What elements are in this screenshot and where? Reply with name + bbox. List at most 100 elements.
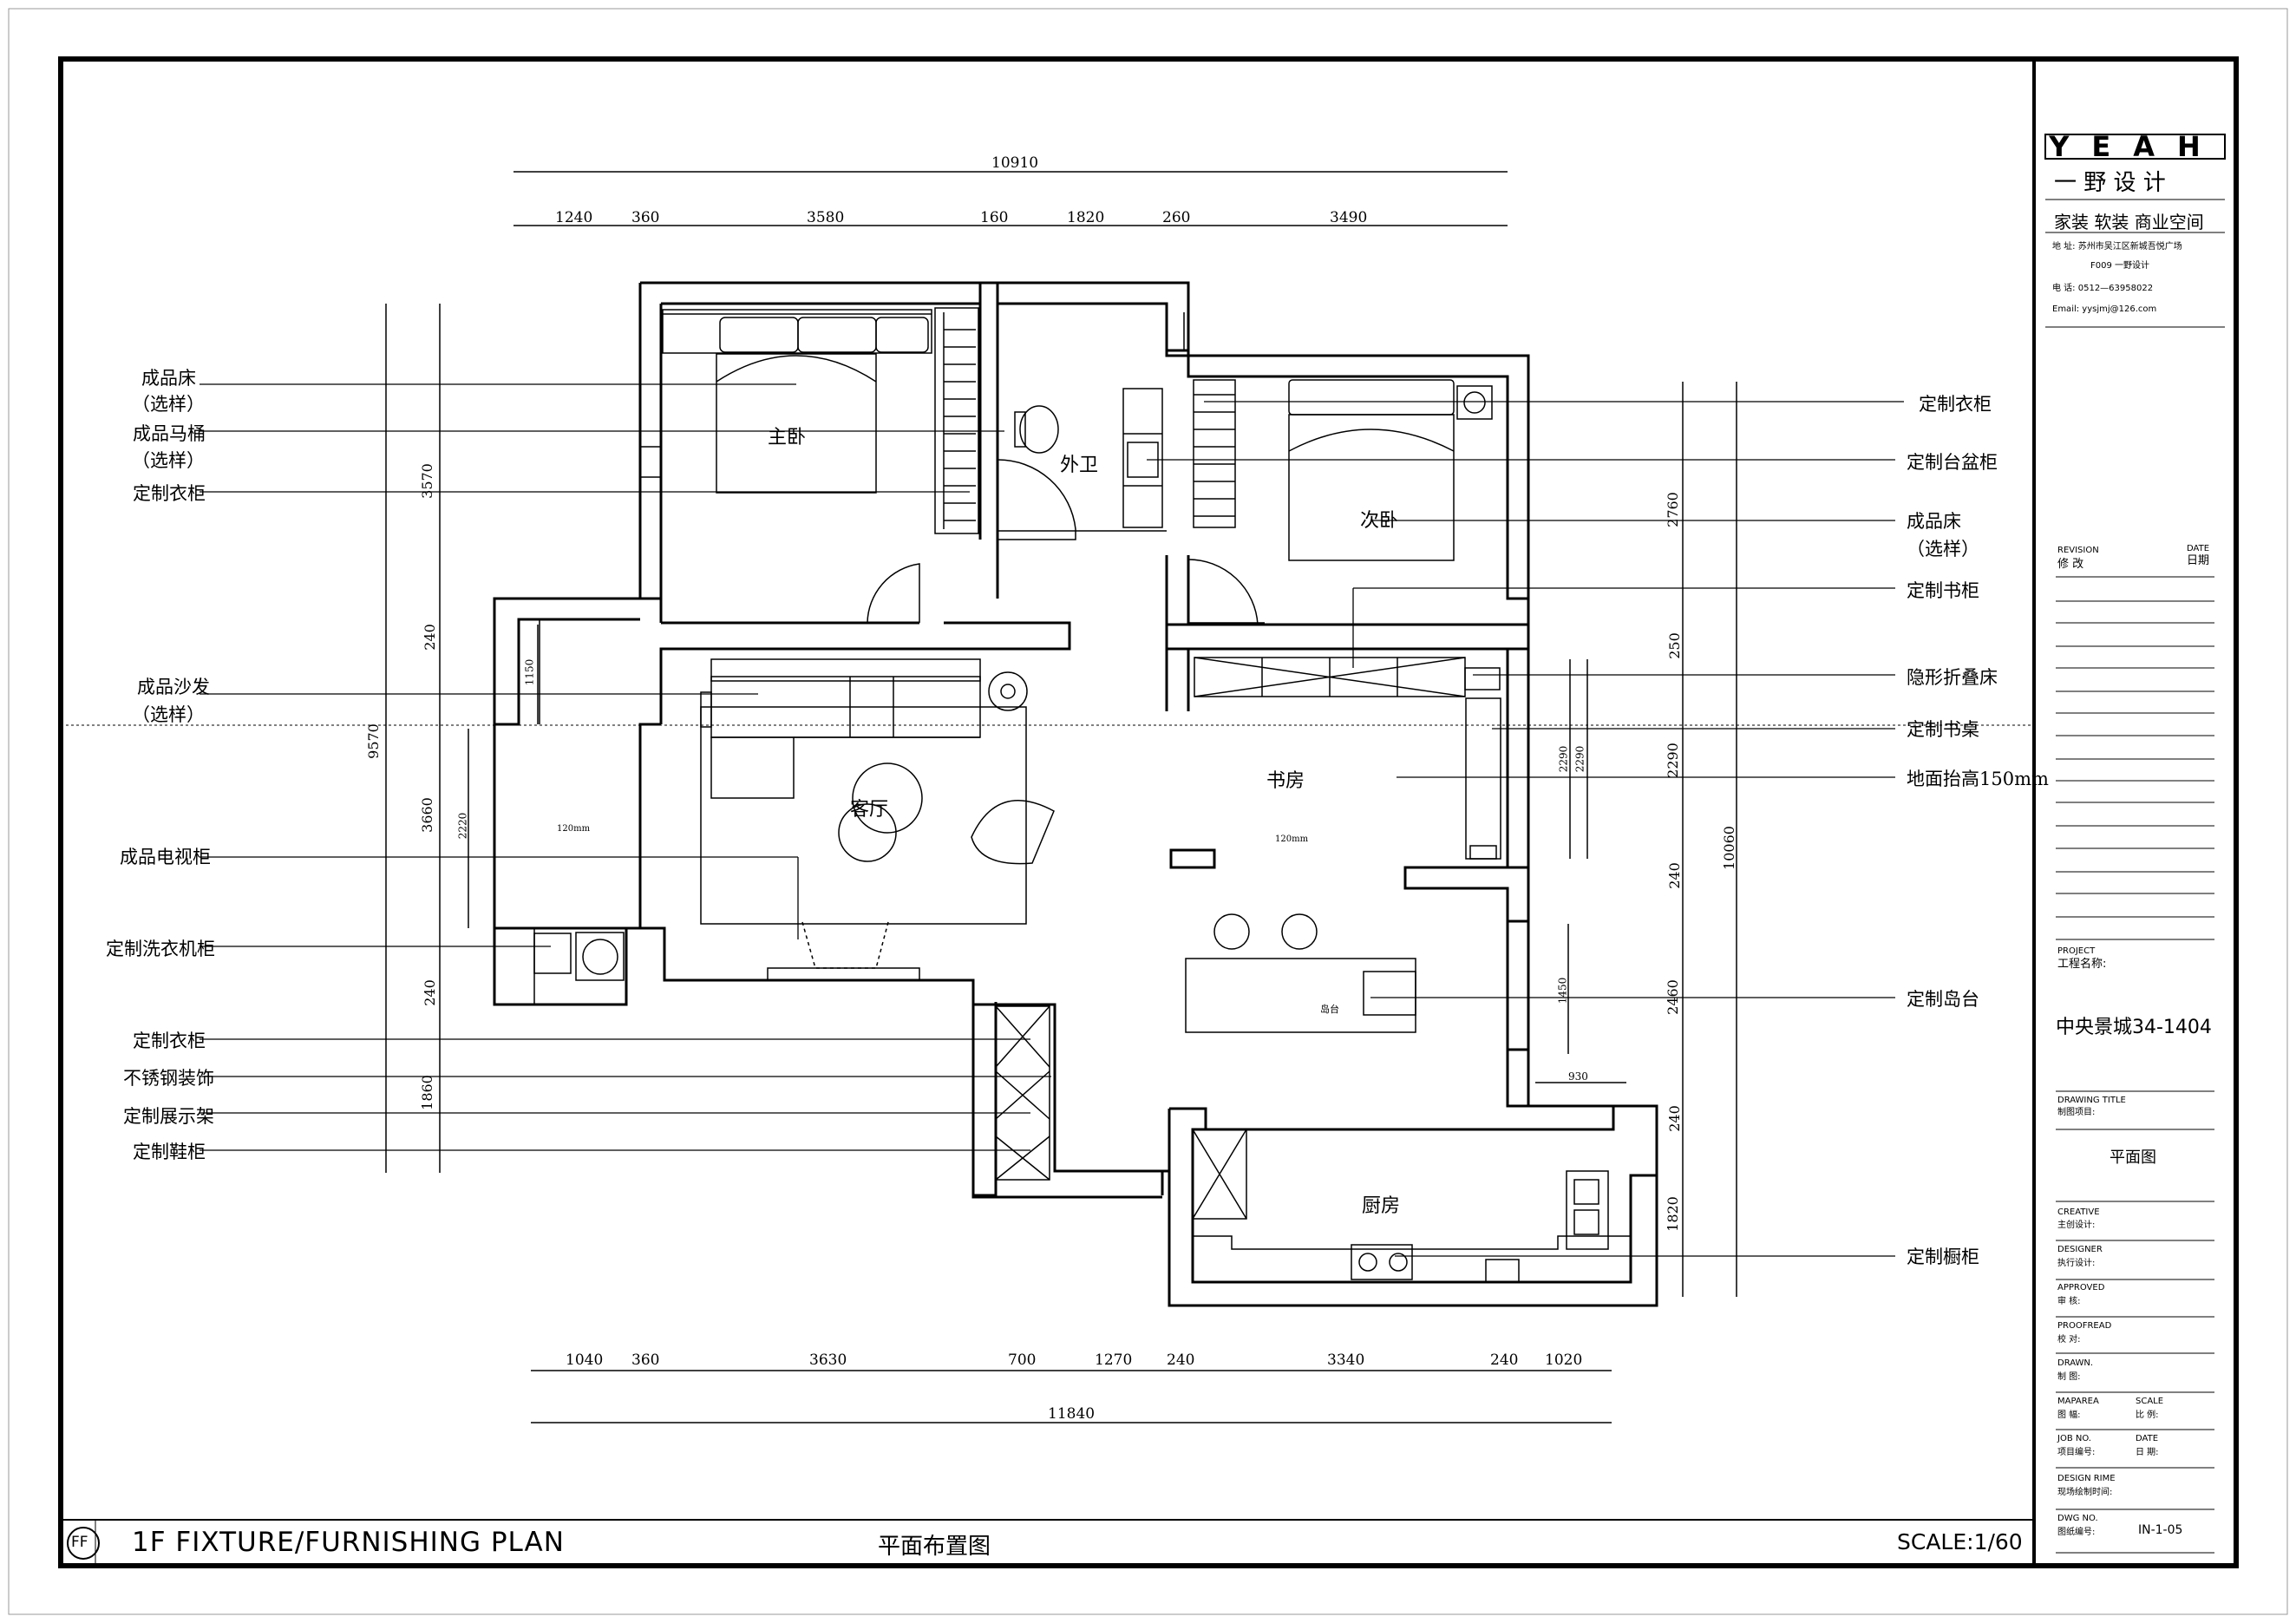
label-left-toilet: 成品马桶 xyxy=(133,423,206,444)
tb-approved: APPROVED xyxy=(2057,1283,2105,1293)
floor-note-living: 120mm xyxy=(557,824,591,834)
dim-right-5: 2460 xyxy=(1664,979,1681,1015)
dim-left-2: 240 xyxy=(421,624,438,651)
dim-top-3: 3580 xyxy=(807,209,845,226)
tb-address2: F009 一野设计 xyxy=(2090,261,2150,271)
room-study: 书房 xyxy=(1266,770,1305,792)
dim-bottom-3: 3630 xyxy=(809,1351,847,1369)
logo-en: YEAH xyxy=(2049,130,2223,163)
sheet-title-en: 1F FIXTURE/FURNISHING PLAN xyxy=(132,1527,565,1558)
tb-approved-cn: 审 核: xyxy=(2057,1297,2081,1306)
label-left-sofa-note: （选样） xyxy=(132,704,205,725)
room-kitchen: 厨房 xyxy=(1362,1195,1401,1217)
tb-drawing-title-cn: 制图项目: xyxy=(2057,1108,2096,1117)
tb-revision: REVISION xyxy=(2057,546,2099,555)
tb-phone: 电 话: 0512—63958022 xyxy=(2052,284,2154,293)
dim-bottom-1: 1040 xyxy=(566,1351,604,1369)
label-left-display: 定制展示架 xyxy=(123,1106,214,1127)
room-living: 客厅 xyxy=(850,799,889,821)
label-left-steel: 不锈钢装饰 xyxy=(123,1068,214,1089)
dim-left-1: 3570 xyxy=(418,463,435,499)
label-left-tv-cabinet: 成品电视柜 xyxy=(120,847,211,867)
dim-bottom-9: 1020 xyxy=(1545,1351,1583,1369)
label-right-bed-note: （选样） xyxy=(1907,539,1979,560)
sheet-title-cn: 平面布置图 xyxy=(878,1534,991,1560)
dim-bottom-7: 3340 xyxy=(1327,1351,1365,1369)
ff-mark: FF xyxy=(71,1534,88,1551)
tb-jobno-cn: 项目编号: xyxy=(2057,1448,2096,1457)
room-island: 岛台 xyxy=(1320,1004,1339,1015)
label-left-sofa: 成品沙发 xyxy=(137,677,210,697)
dim-right-7: 1820 xyxy=(1664,1196,1681,1232)
dim-bottom-4: 700 xyxy=(1008,1351,1037,1369)
dim-right-3: 2290 xyxy=(1664,743,1681,778)
dim-left-5: 1860 xyxy=(418,1075,435,1110)
tb-creative: CREATIVE xyxy=(2057,1207,2100,1217)
dim-inner-3: 1450 xyxy=(1556,977,1569,1005)
room-second: 次卧 xyxy=(1360,510,1399,532)
dim-right-6: 240 xyxy=(1665,1105,1683,1132)
dim-bottom-total: 11840 xyxy=(1048,1405,1096,1423)
dim-top-4: 160 xyxy=(980,209,1009,226)
label-right-island: 定制岛台 xyxy=(1907,989,1979,1010)
tb-jobno: JOB NO. xyxy=(2057,1434,2091,1443)
dim-bottom-6: 240 xyxy=(1167,1351,1195,1369)
services: 家装 软装 商业空间 xyxy=(2054,212,2204,232)
tb-creative-cn: 主创设计: xyxy=(2057,1221,2096,1230)
room-bath: 外卫 xyxy=(1060,455,1099,476)
tb-dwgno: DWG NO. xyxy=(2057,1514,2098,1523)
tb-designer-cn: 执行设计: xyxy=(2057,1259,2096,1268)
tb-maparea-cn: 图 幅: xyxy=(2057,1410,2081,1420)
tb-dwgno-cn: 图纸编号: xyxy=(2057,1528,2096,1537)
tb-designtime: DESIGN RIME xyxy=(2057,1474,2116,1483)
dim-left-small-2: 2220 xyxy=(456,812,469,840)
tb-address: 地 址: 苏州市吴江区新城吾悦广场 xyxy=(2052,242,2182,252)
tb-email: Email: yysjmj@126.com xyxy=(2052,304,2157,314)
dim-top-5: 1820 xyxy=(1067,209,1105,226)
dim-top-2: 360 xyxy=(631,209,660,226)
label-right-raised-floor: 地面抬高150mm xyxy=(1907,769,2049,789)
tb-revision-cn: 修 改 xyxy=(2057,558,2084,571)
tb-maparea: MAPAREA xyxy=(2057,1397,2099,1406)
room-master: 主卧 xyxy=(768,427,807,448)
tb-drawn: DRAWN. xyxy=(2057,1358,2094,1368)
label-right-desk: 定制书桌 xyxy=(1907,719,1979,740)
dim-inner-1: 2290 xyxy=(1557,745,1570,773)
dim-left-4: 240 xyxy=(421,979,438,1006)
dim-bottom-8: 240 xyxy=(1490,1351,1519,1369)
tb-designer: DESIGNER xyxy=(2057,1245,2103,1254)
dim-right-2: 250 xyxy=(1665,632,1683,659)
floor-note-study: 120mm xyxy=(1275,834,1309,844)
dim-inner-2: 2290 xyxy=(1573,745,1586,773)
tb-scale-cn: 比 例: xyxy=(2136,1410,2159,1420)
dim-top-1: 1240 xyxy=(555,209,593,226)
tb-date2: DATE xyxy=(2136,1434,2159,1443)
logo-cn: 一 野 设 计 xyxy=(2054,170,2166,196)
tb-drawing-title: DRAWING TITLE xyxy=(2057,1096,2126,1105)
dim-right-4: 240 xyxy=(1665,862,1683,889)
label-right-basin: 定制台盆柜 xyxy=(1907,452,1998,473)
tb-date-cn: 日期 xyxy=(2187,554,2210,567)
tb-proofread-cn: 校 对: xyxy=(2057,1335,2081,1345)
tb-project: PROJECT xyxy=(2057,946,2096,956)
dim-inner-4: 930 xyxy=(1568,1070,1588,1083)
label-right-wardrobe: 定制衣柜 xyxy=(1919,394,1992,415)
dim-left-small-1: 1150 xyxy=(523,658,536,686)
dim-bottom-2: 360 xyxy=(631,1351,660,1369)
tb-scale: SCALE xyxy=(2136,1397,2164,1406)
tb-date2-cn: 日 期: xyxy=(2136,1448,2159,1457)
tb-dwg-value: IN-1-05 xyxy=(2138,1523,2183,1537)
dim-right-1: 2760 xyxy=(1664,492,1681,527)
dim-right-total: 10060 xyxy=(1720,826,1737,870)
label-left-shoe: 定制鞋柜 xyxy=(133,1142,206,1162)
tb-date: DATE xyxy=(2187,544,2210,553)
label-left-toilet-note: （选样） xyxy=(132,450,205,471)
tb-designtime-cn: 现场绘制时间: xyxy=(2057,1488,2113,1497)
tb-drawn-cn: 制 图: xyxy=(2057,1372,2081,1382)
tb-drawing-name: 平面图 xyxy=(2110,1149,2156,1167)
label-right-bookcase: 定制书柜 xyxy=(1907,580,1979,601)
tb-proofread: PROOFREAD xyxy=(2057,1321,2112,1331)
dim-top-7: 3490 xyxy=(1330,209,1368,226)
tb-project-cn: 工程名称: xyxy=(2057,958,2107,971)
label-left-wardrobe-2: 定制衣柜 xyxy=(133,1031,206,1051)
